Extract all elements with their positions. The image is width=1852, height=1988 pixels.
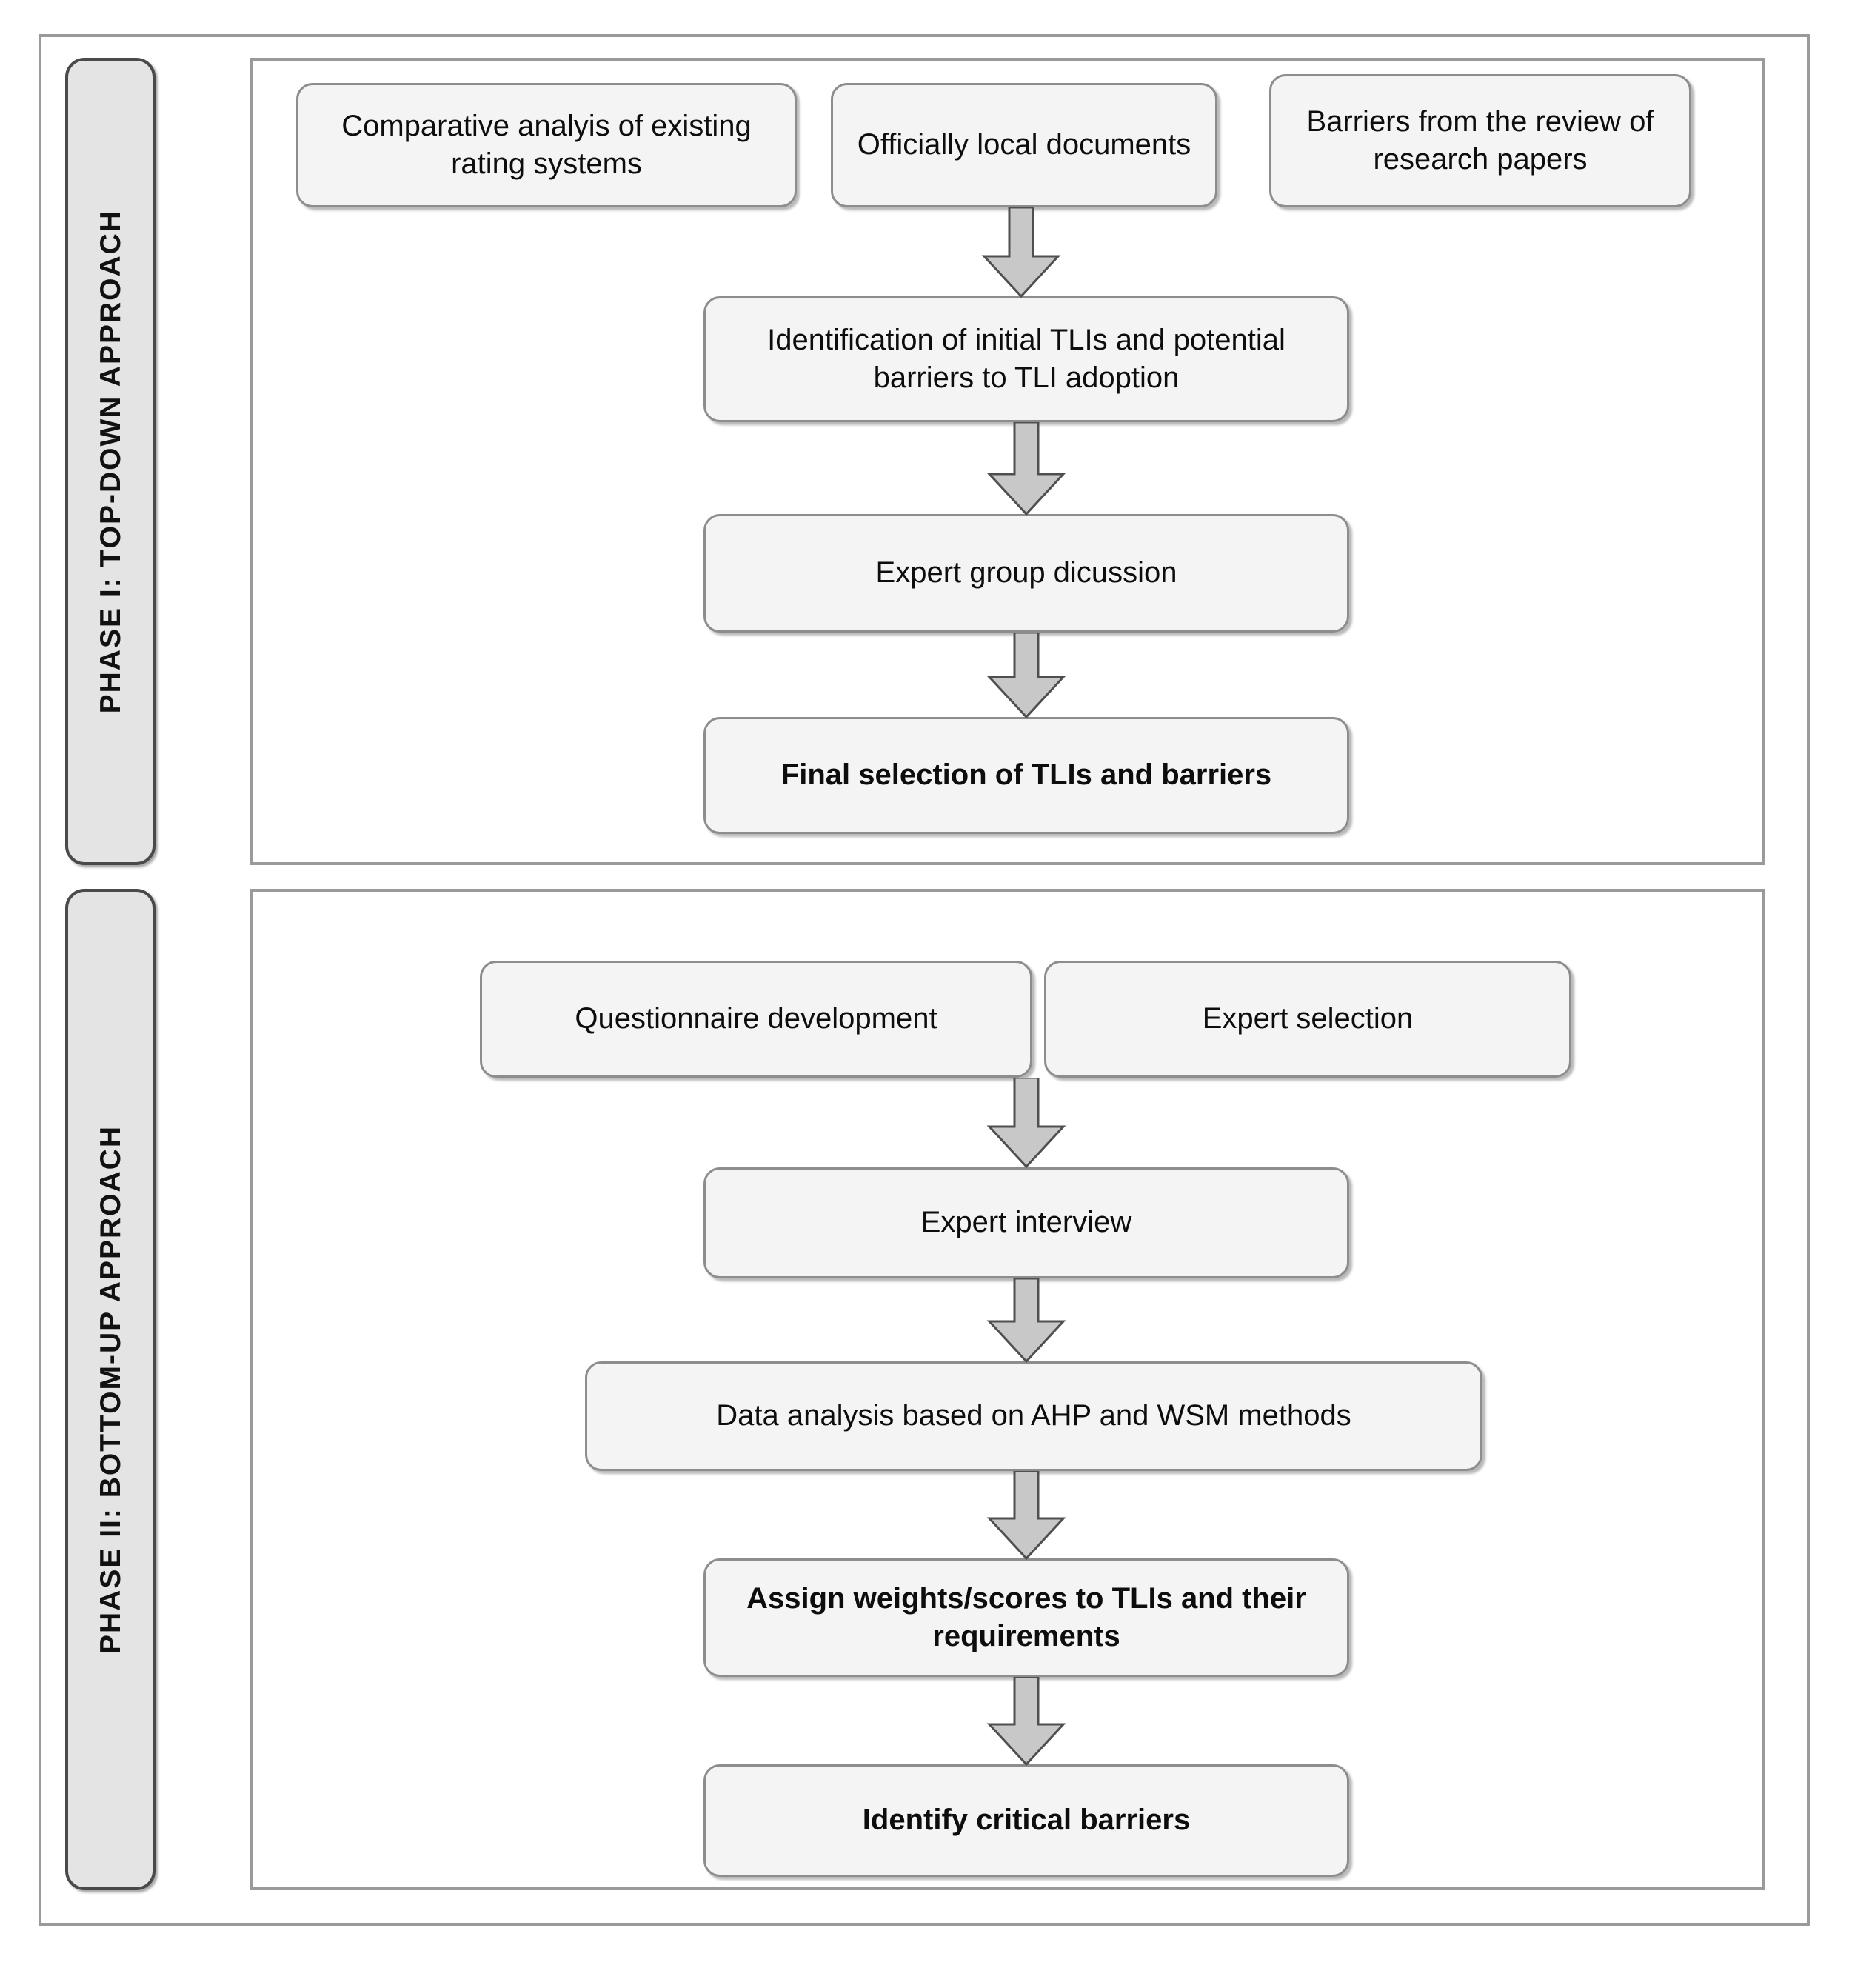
node-officially-local-documents[interactable]: Officially local documents (831, 83, 1217, 207)
node-label: Comparative analyis of existing rating s… (341, 109, 752, 180)
node-label: Expert group dicussion (875, 556, 1177, 590)
arrow-assign-weights-to-identify-barriers (986, 1677, 1066, 1766)
node-label: Questionnaire development (575, 1002, 937, 1035)
node-comparative-analysis[interactable]: Comparative analyis of existing rating s… (296, 83, 797, 207)
arrow-documents-to-identification (981, 207, 1061, 298)
node-label: Expert selection (1202, 1002, 1414, 1035)
node-label: Assign weights/scores to TLIs and their … (746, 1581, 1306, 1652)
node-barriers-from-review[interactable]: Barriers from the review of research pap… (1269, 74, 1691, 207)
node-assign-weights-scores[interactable]: Assign weights/scores to TLIs and their … (703, 1558, 1349, 1677)
node-label: Final selection of TLIs and barriers (780, 758, 1272, 792)
node-identification-initial-tlis[interactable]: Identification of initial TLIs and poten… (703, 296, 1349, 422)
arrow-identification-to-discussion (986, 422, 1066, 516)
node-label: Identify critical barriers (862, 1804, 1191, 1837)
node-label: Expert interview (920, 1206, 1132, 1239)
node-label: Officially local documents (857, 128, 1191, 161)
node-label: Data analysis based on AHP and WSM metho… (716, 1399, 1351, 1432)
node-identify-critical-barriers[interactable]: Identify critical barriers (703, 1764, 1349, 1877)
node-final-selection-tlis[interactable]: Final selection of TLIs and barriers (703, 717, 1349, 834)
phase-2-label-tab: PHASE II: BOTTOM-UP APPROACH (65, 889, 156, 1890)
node-questionnaire-development[interactable]: Questionnaire development (480, 961, 1032, 1078)
node-label: Barriers from the review of research pap… (1306, 104, 1654, 176)
arrow-interview-to-data-analysis (986, 1278, 1066, 1363)
arrow-data-analysis-to-assign-weights (986, 1471, 1066, 1560)
node-data-analysis-ahp-wsm[interactable]: Data analysis based on AHP and WSM metho… (585, 1361, 1482, 1471)
node-label: Identification of initial TLIs and poten… (767, 323, 1286, 394)
node-expert-selection[interactable]: Expert selection (1044, 961, 1571, 1078)
phase-1-label-text: PHASE I: TOP-DOWN APPROACH (94, 209, 127, 714)
phase-1-label-tab: PHASE I: TOP-DOWN APPROACH (65, 58, 156, 865)
node-expert-interview[interactable]: Expert interview (703, 1167, 1349, 1278)
arrow-questionnaire-to-interview (986, 1078, 1066, 1168)
node-expert-group-discussion[interactable]: Expert group dicussion (703, 514, 1349, 633)
arrow-discussion-to-final-selection (986, 633, 1066, 718)
phase-2-label-text: PHASE II: BOTTOM-UP APPROACH (94, 1125, 127, 1654)
